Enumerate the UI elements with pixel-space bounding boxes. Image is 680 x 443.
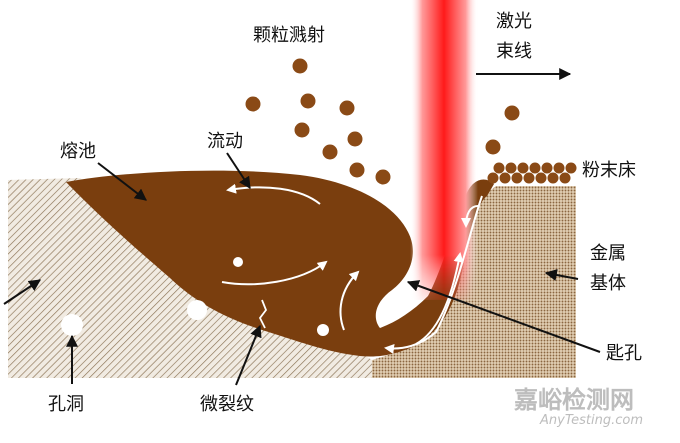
label-microcrack: 微裂纹 xyxy=(200,394,254,415)
melt-pool xyxy=(66,170,494,357)
label-porosity: 孔洞 xyxy=(48,394,84,415)
annotation-arrows xyxy=(3,68,601,386)
spatter-particles xyxy=(245,58,520,185)
label-flow: 流动 xyxy=(207,131,243,152)
watermark-url: AnyTesting.com xyxy=(540,413,644,428)
label-melt-pool: 熔池 xyxy=(60,141,96,162)
watermark-title: 嘉峪检测网 xyxy=(514,386,634,414)
label-laser-line1: 激光 xyxy=(496,11,532,32)
powder-bed xyxy=(487,162,577,184)
label-metal-line1: 金属 xyxy=(590,243,626,264)
microcrack-line xyxy=(258,299,268,329)
label-spatter: 颗粒溅射 xyxy=(253,25,325,46)
label-powder-bed: 粉末床 xyxy=(582,160,636,181)
label-keyhole: 匙孔 xyxy=(606,343,642,364)
laser-beam xyxy=(410,0,478,300)
pores xyxy=(61,257,329,336)
flow-arrows xyxy=(221,183,483,354)
label-metal-line2: 基体 xyxy=(590,273,626,294)
label-laser-line2: 束线 xyxy=(496,41,532,62)
